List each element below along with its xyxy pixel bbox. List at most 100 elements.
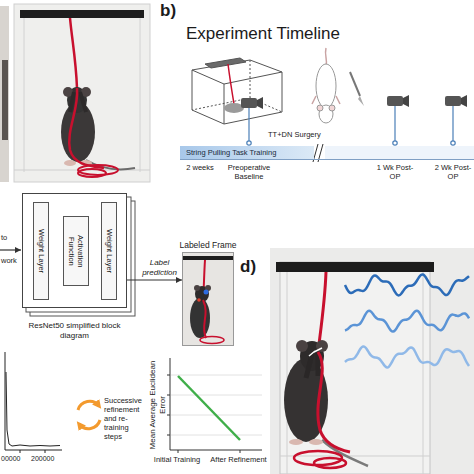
art-line — [287, 272, 288, 474]
layer-box: Activation Function — [63, 216, 89, 286]
panel-letter: b) — [160, 1, 176, 21]
axis-tick-label: After Refinement — [208, 455, 269, 464]
art-path — [345, 311, 469, 332]
art-line — [423, 272, 424, 474]
camera-icon — [387, 95, 409, 107]
art-path — [20, 450, 45, 453]
camera-icon — [445, 95, 467, 107]
axis-tick-label: 00000 — [1, 455, 20, 463]
refinement-arrows — [78, 401, 100, 428]
layer-box: Weight Layer — [101, 202, 117, 300]
label-holder: After Refinement — [208, 455, 269, 464]
art-path — [167, 375, 240, 453]
input-arrow — [0, 249, 21, 250]
art-path — [312, 96, 340, 104]
label-holder: d) — [240, 257, 256, 277]
art-rect — [2, 60, 8, 140]
art-path — [70, 18, 77, 88]
box-text: String Pulling Task Training — [180, 146, 314, 159]
timeline-label: 2 weeks — [180, 163, 220, 172]
panel-letter: d) — [240, 257, 256, 277]
timeline-band: String Pulling Task Training — [180, 146, 314, 159]
box-caption: ResNet50 simplified block diagram — [23, 321, 126, 341]
art-path — [318, 352, 350, 452]
timeline-label: 2 Wk Post-OP — [434, 163, 472, 181]
label-holder: Successive refinement and re-training st… — [104, 396, 144, 441]
art-line — [280, 456, 430, 457]
art-line — [248, 108, 249, 141]
art-ellipse — [200, 337, 224, 344]
label-holder: Initial Training — [148, 455, 206, 464]
art-polygon — [461, 95, 467, 107]
art-polygon — [257, 97, 263, 109]
label-holder: Mean Average Euclidean Error — [148, 357, 167, 453]
art-line — [452, 106, 453, 141]
label-holder: Experiment Timeline — [186, 24, 340, 44]
label-holder: 2 Wk Post-OP — [434, 163, 472, 181]
surgery-mouse — [312, 48, 364, 123]
label-holder: b) — [160, 1, 176, 21]
art-line — [140, 18, 141, 172]
label-holder: work — [1, 256, 17, 265]
label-holder: TT+DN Surgery — [268, 130, 321, 139]
art-path — [5, 352, 62, 450]
art-circle — [317, 105, 323, 111]
art-rect — [280, 262, 430, 474]
art-rect — [387, 96, 403, 106]
art-ellipse — [314, 458, 346, 468]
art-rect — [241, 98, 257, 108]
art-ellipse — [190, 298, 210, 338]
label-holder: Preoperative Baseline — [224, 163, 274, 181]
layer-box: Weight Layer — [33, 202, 49, 300]
trace-waves — [345, 274, 469, 367]
art-path — [6, 372, 60, 446]
art-ellipse — [64, 160, 76, 166]
art-line — [180, 159, 474, 160]
label-holder: 200000 — [31, 455, 54, 463]
edge-label: Label prediction — [140, 258, 180, 277]
art-path — [178, 376, 240, 440]
box-heading: Labeled Frame — [179, 240, 236, 250]
art-path — [192, 60, 282, 112]
training-cage — [192, 58, 282, 124]
art-rect — [325, 146, 474, 159]
network-box: Weight Layer Activation Function Weight La… — [22, 193, 127, 308]
art-circle — [296, 340, 308, 352]
label-holder: 1 Wk Post-OP — [375, 163, 415, 181]
timeline-label: 1 Wk Post-OP — [375, 163, 415, 181]
art-line — [350, 72, 360, 96]
art-ellipse — [309, 439, 323, 445]
timeline-label: Preoperative Baseline — [224, 163, 274, 181]
art-rect — [0, 6, 9, 182]
art-path — [192, 70, 282, 124]
art-path — [345, 346, 469, 367]
art-polygon — [403, 95, 409, 107]
error-chart — [167, 358, 262, 453]
art-ellipse — [289, 439, 303, 445]
art-rect — [182, 256, 234, 260]
mouse-photo — [270, 248, 474, 474]
art-path — [228, 64, 234, 104]
axis-tick-label: Initial Training — [148, 455, 206, 464]
timeline-ticks — [247, 106, 455, 145]
art-path — [203, 300, 206, 338]
label-holder: 00000 — [1, 455, 20, 463]
art-path — [69, 88, 104, 168]
art-path — [205, 58, 246, 68]
art-circle — [329, 105, 335, 111]
art-path — [325, 48, 326, 66]
art-ellipse — [316, 64, 336, 108]
axis-tick-label: 200000 — [31, 455, 54, 463]
timeline-label: TT+DN Surgery — [268, 130, 321, 139]
art-path — [170, 358, 262, 450]
art-line — [24, 18, 25, 172]
art-rect — [182, 252, 234, 346]
art-circle — [194, 285, 200, 291]
timeline-tail — [180, 144, 474, 162]
labeled-frame-photo — [182, 252, 234, 346]
partial-label: work — [1, 256, 17, 265]
art-circle — [204, 290, 209, 295]
art-line — [394, 106, 395, 141]
loss-chart — [5, 352, 62, 453]
